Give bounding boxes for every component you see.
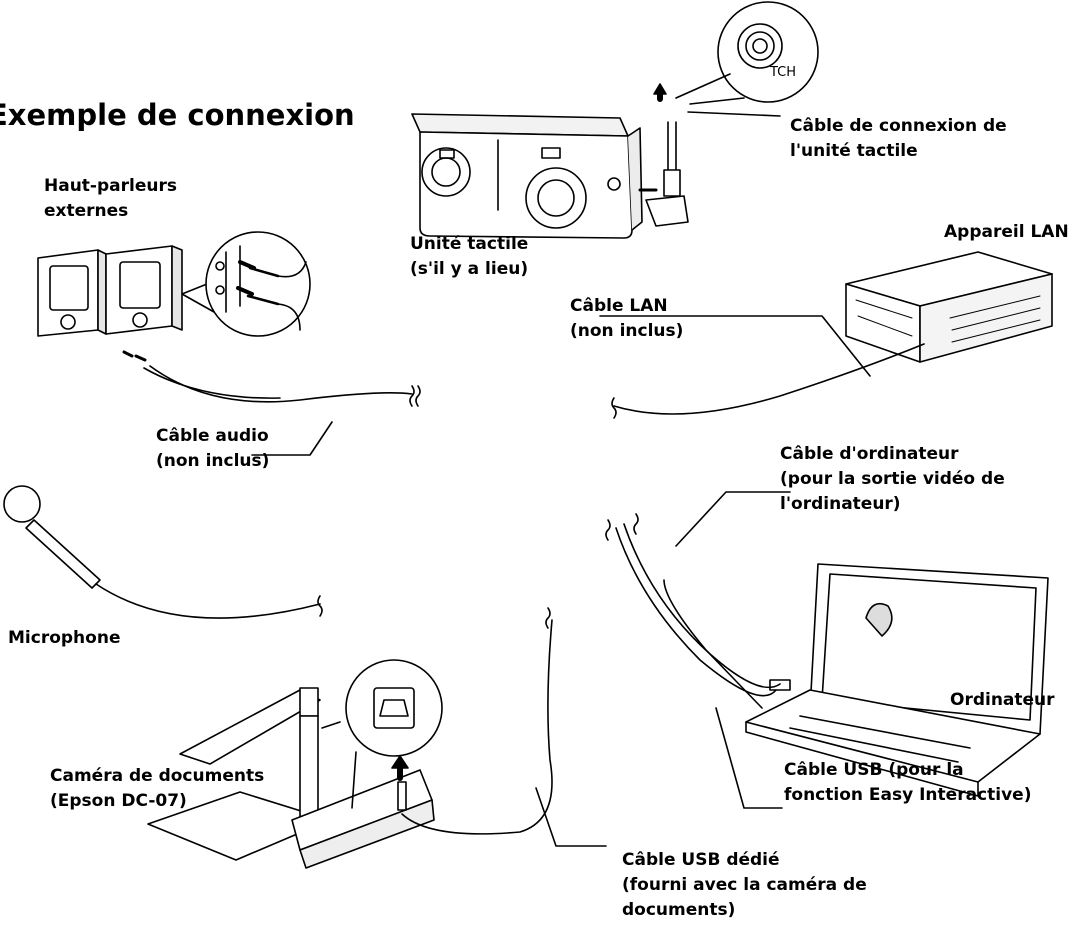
label-tch-port: TCH bbox=[770, 65, 797, 80]
label-touch-cable-line1: Câble de connexion de bbox=[790, 116, 1007, 136]
lan-device-illustration bbox=[611, 251, 1053, 419]
label-lan-device: Appareil LAN bbox=[944, 222, 1069, 242]
label-touch-unit: Unité tactile (s'il y a lieu) bbox=[410, 232, 528, 282]
diagram-title: Exemple de connexion bbox=[0, 98, 355, 132]
label-usb-dedicated-line2: (fourni avec la caméra de bbox=[622, 875, 867, 895]
label-usb-dedicated-line3: documents) bbox=[622, 900, 736, 920]
label-audio-cable-line2: (non inclus) bbox=[156, 451, 270, 471]
label-speakers-line1: Haut-parleurs bbox=[44, 176, 177, 196]
computer-cables bbox=[605, 491, 791, 697]
label-touch-cable: Câble de connexion de l'unité tactile bbox=[790, 114, 1007, 164]
audio-cable-leader bbox=[251, 421, 333, 456]
label-speakers-line2: externes bbox=[44, 201, 129, 221]
label-audio-cable-line1: Câble audio bbox=[156, 426, 269, 446]
microphone-illustration bbox=[3, 485, 323, 619]
label-speakers: Haut-parleurs externes bbox=[44, 174, 177, 224]
label-usb-cable-line1: Câble USB (pour la bbox=[784, 760, 964, 780]
label-doc-camera-line1: Caméra de documents bbox=[50, 766, 265, 786]
label-computer-cable: Câble d'ordinateur (pour la sortie vidéo… bbox=[780, 442, 1005, 517]
laptop-illustration bbox=[663, 563, 1049, 797]
label-touch-unit-line2: (s'il y a lieu) bbox=[410, 259, 529, 279]
label-microphone: Microphone bbox=[8, 628, 121, 648]
lan-cable-leader bbox=[599, 315, 871, 377]
label-usb-cable: Câble USB (pour la fonction Easy Interac… bbox=[784, 758, 1031, 808]
label-usb-dedicated: Câble USB dédié (fourni avec la caméra d… bbox=[622, 848, 867, 923]
label-lan-cable-line2: (non inclus) bbox=[570, 321, 684, 341]
label-usb-cable-line2: fonction Easy Interactive) bbox=[784, 785, 1032, 805]
label-computer-cable-line3: l'ordinateur) bbox=[780, 494, 901, 514]
usb-dedicated-leader bbox=[535, 787, 607, 847]
label-lan-cable-line1: Câble LAN bbox=[570, 296, 668, 316]
label-touch-cable-line2: l'unité tactile bbox=[790, 141, 918, 161]
label-usb-dedicated-line1: Câble USB dédié bbox=[622, 850, 780, 870]
label-audio-cable: Câble audio (non inclus) bbox=[156, 424, 269, 474]
document-camera-illustration bbox=[147, 607, 553, 869]
label-lan-cable: Câble LAN (non inclus) bbox=[570, 294, 683, 344]
doc-camera-leader bbox=[351, 751, 357, 809]
usb-easy-interactive-leader bbox=[715, 707, 783, 809]
label-computer: Ordinateur bbox=[950, 690, 1055, 710]
label-doc-camera-line2: (Epson DC-07) bbox=[50, 791, 187, 811]
label-touch-unit-line1: Unité tactile bbox=[410, 234, 529, 254]
label-computer-cable-line1: Câble d'ordinateur bbox=[780, 444, 959, 464]
label-computer-cable-line2: (pour la sortie vidéo de bbox=[780, 469, 1005, 489]
touch-unit-illustration bbox=[411, 1, 819, 239]
speakers-illustration bbox=[37, 231, 421, 407]
label-doc-camera: Caméra de documents (Epson DC-07) bbox=[50, 764, 264, 814]
